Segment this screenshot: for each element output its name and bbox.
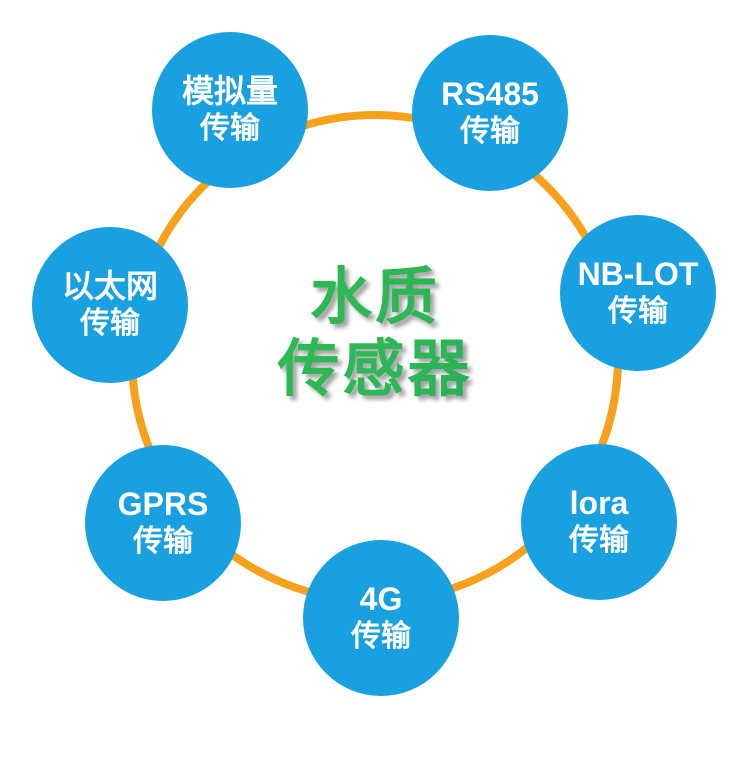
diagram-title-line2: 传感器: [0, 334, 750, 406]
node-label: 4G: [359, 581, 403, 618]
node-label: 模拟量: [181, 73, 278, 110]
node-label: 以太网: [62, 267, 158, 306]
node-gprs-transmission: GPRS 传输: [85, 445, 241, 601]
node-nblot-transmission: NB-LOT 传输: [560, 215, 716, 371]
node-4g-transmission: 4G 传输: [303, 540, 459, 696]
node-label: 传输: [351, 620, 411, 654]
node-label: 传输: [133, 525, 193, 559]
node-label: 传输: [80, 306, 140, 343]
node-label: RS485: [441, 76, 539, 113]
node-analog-transmission: 模拟量 传输: [152, 32, 308, 188]
node-ethernet-transmission: 以太网 传输: [32, 227, 188, 383]
diagram-title: 水质 传感器: [0, 262, 750, 406]
node-label: 传输: [608, 294, 668, 331]
node-label: 传输: [460, 115, 520, 149]
node-label: 传输: [200, 112, 260, 146]
node-lora-transmission: lora 传输: [521, 444, 677, 600]
node-label: 传输: [569, 524, 629, 558]
node-label: lora: [569, 485, 629, 522]
node-label: GPRS: [117, 486, 209, 523]
node-rs485-transmission: RS485 传输: [412, 35, 568, 191]
diagram-title-line1: 水质: [0, 262, 750, 334]
node-label: NB-LOT: [578, 255, 699, 294]
